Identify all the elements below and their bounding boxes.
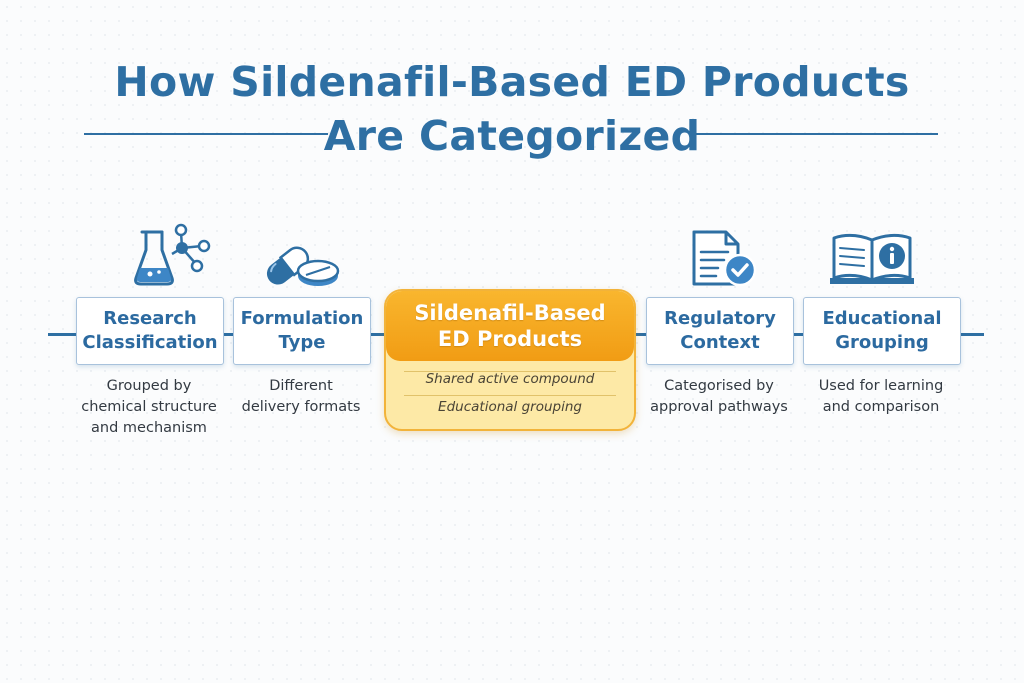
title-line-1: How Sildenafil-Based ED Products: [114, 58, 910, 106]
desc-regulatory-context: Categorised by approval pathways: [639, 376, 799, 418]
pills-icon: [266, 246, 340, 286]
center-title-line: Sildenafil-Based: [414, 301, 606, 325]
desc-line: approval pathways: [650, 399, 788, 415]
center-hub-header: Sildenafil-Based ED Products: [386, 291, 634, 361]
document-check-icon: [692, 230, 757, 287]
desc-formulation-type: Different delivery formats: [226, 376, 376, 418]
card-title-line: Context: [680, 332, 760, 353]
center-hub: Sildenafil-Based ED Products Shared acti…: [384, 289, 636, 431]
hub-divider: [404, 395, 616, 396]
card-title-line: Research: [103, 308, 197, 329]
card-formulation-type: Formulation Type: [233, 297, 371, 365]
card-research-classification: Research Classification: [76, 297, 224, 365]
desc-line: chemical structure: [81, 399, 217, 415]
card-regulatory-context: Regulatory Context: [646, 297, 794, 365]
card-title-line: Formulation: [240, 308, 364, 329]
desc-line: Grouped by: [106, 378, 192, 394]
desc-educational-grouping: Used for learning and comparison: [796, 376, 966, 418]
hub-note-shared-compound: Shared active compound: [425, 371, 595, 387]
card-title-line: Classification: [82, 332, 218, 353]
title-rule-right: [694, 133, 938, 135]
desc-line: and mechanism: [91, 420, 207, 436]
flask-molecule-icon: [134, 223, 211, 286]
title-line-2: Are Categorized: [323, 112, 701, 160]
desc-line: Categorised by: [664, 378, 774, 394]
card-title-line: Type: [278, 332, 326, 353]
desc-line: Different: [269, 378, 333, 394]
card-title-line: Grouping: [835, 332, 929, 353]
card-educational-grouping: Educational Grouping: [803, 297, 961, 365]
hub-divider: [404, 371, 616, 372]
desc-research-classification: Grouped by chemical structure and mechan…: [76, 376, 222, 439]
title-rule-left: [84, 133, 328, 135]
card-title-line: Educational: [822, 308, 942, 329]
desc-line: Used for learning: [818, 378, 944, 394]
desc-line: delivery formats: [241, 399, 361, 415]
center-title-line: ED Products: [437, 327, 583, 351]
hub-note-educational-grouping: Educational grouping: [438, 399, 582, 415]
book-info-icon: [830, 233, 914, 284]
desc-line: and comparison: [822, 399, 940, 415]
card-title-line: Regulatory: [664, 308, 776, 329]
